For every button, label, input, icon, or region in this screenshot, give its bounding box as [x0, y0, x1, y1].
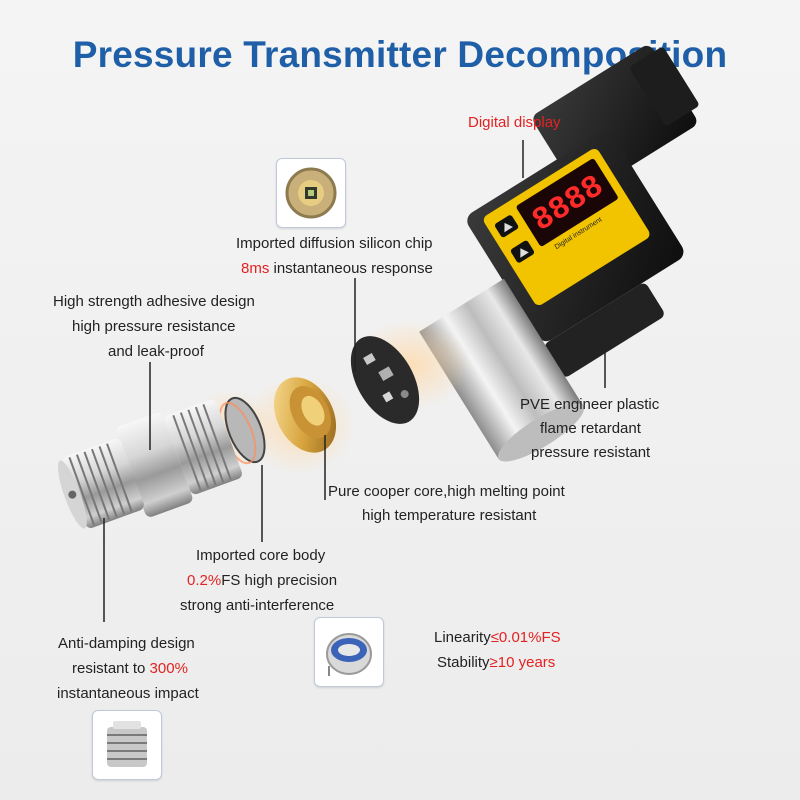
stability-value: ≥10 years: [489, 654, 556, 671]
core-highlight: 0.2%: [187, 572, 222, 589]
linearity-spec: Linearity≤0.01%FS: [434, 625, 561, 650]
core-label-line1: Imported core body: [196, 547, 326, 564]
chip-highlight: 8ms: [241, 260, 270, 277]
chip-label-line2: 8ms instantaneous response: [241, 256, 433, 281]
core-label-rest: FS high precision: [221, 572, 338, 589]
adhesive-label-line1: High strength adhesive design: [53, 293, 255, 310]
chip-label-rest: instantaneous response: [269, 260, 433, 277]
fitting-image: [107, 721, 147, 767]
adhesive-label-line3: and leak-proof: [108, 343, 204, 360]
stability-spec: Stability≥10 years: [437, 650, 555, 675]
plastic-label-line3: pressure resistant: [531, 444, 651, 461]
chip-label-line1: Imported diffusion silicon chip: [236, 235, 433, 252]
plastic-label-line1: PVE engineer plastic: [520, 396, 660, 413]
fitting-thumbnail: [92, 710, 162, 780]
circuit-board: [350, 336, 420, 424]
stability-label: Stability: [437, 654, 490, 671]
copper-label-line2: high temperature resistant: [362, 507, 537, 524]
adhesive-label-line2: high pressure resistance: [72, 318, 236, 335]
copper-label-line1: Pure cooper core,high melting point: [328, 483, 565, 500]
digital-display-label: Digital display: [468, 114, 561, 131]
core-label-line2: 0.2%FS high precision: [187, 568, 337, 593]
plastic-label-line2: flame retardant: [540, 420, 641, 437]
chip-image: [285, 167, 337, 219]
threaded-fitting: [57, 399, 242, 529]
pointer-lines: [103, 140, 606, 622]
damping-label-pre: resistant to: [72, 660, 150, 677]
core-label-line3: strong anti-interference: [180, 597, 335, 614]
damping-label-line2: resistant to 300%: [72, 656, 188, 681]
chip-thumbnail: [276, 158, 346, 228]
sensor-thumbnail: [314, 617, 384, 687]
linearity-value: ≤0.01%FS: [490, 629, 561, 646]
linearity-label: Linearity: [434, 629, 491, 646]
damping-label-line1: Anti-damping design: [58, 635, 195, 652]
steel-tube: [419, 278, 585, 462]
damping-highlight: 300%: [149, 660, 188, 677]
brass-core: [273, 377, 337, 453]
damping-label-line3: instantaneous impact: [57, 685, 199, 702]
sensor-image: [326, 633, 372, 676]
